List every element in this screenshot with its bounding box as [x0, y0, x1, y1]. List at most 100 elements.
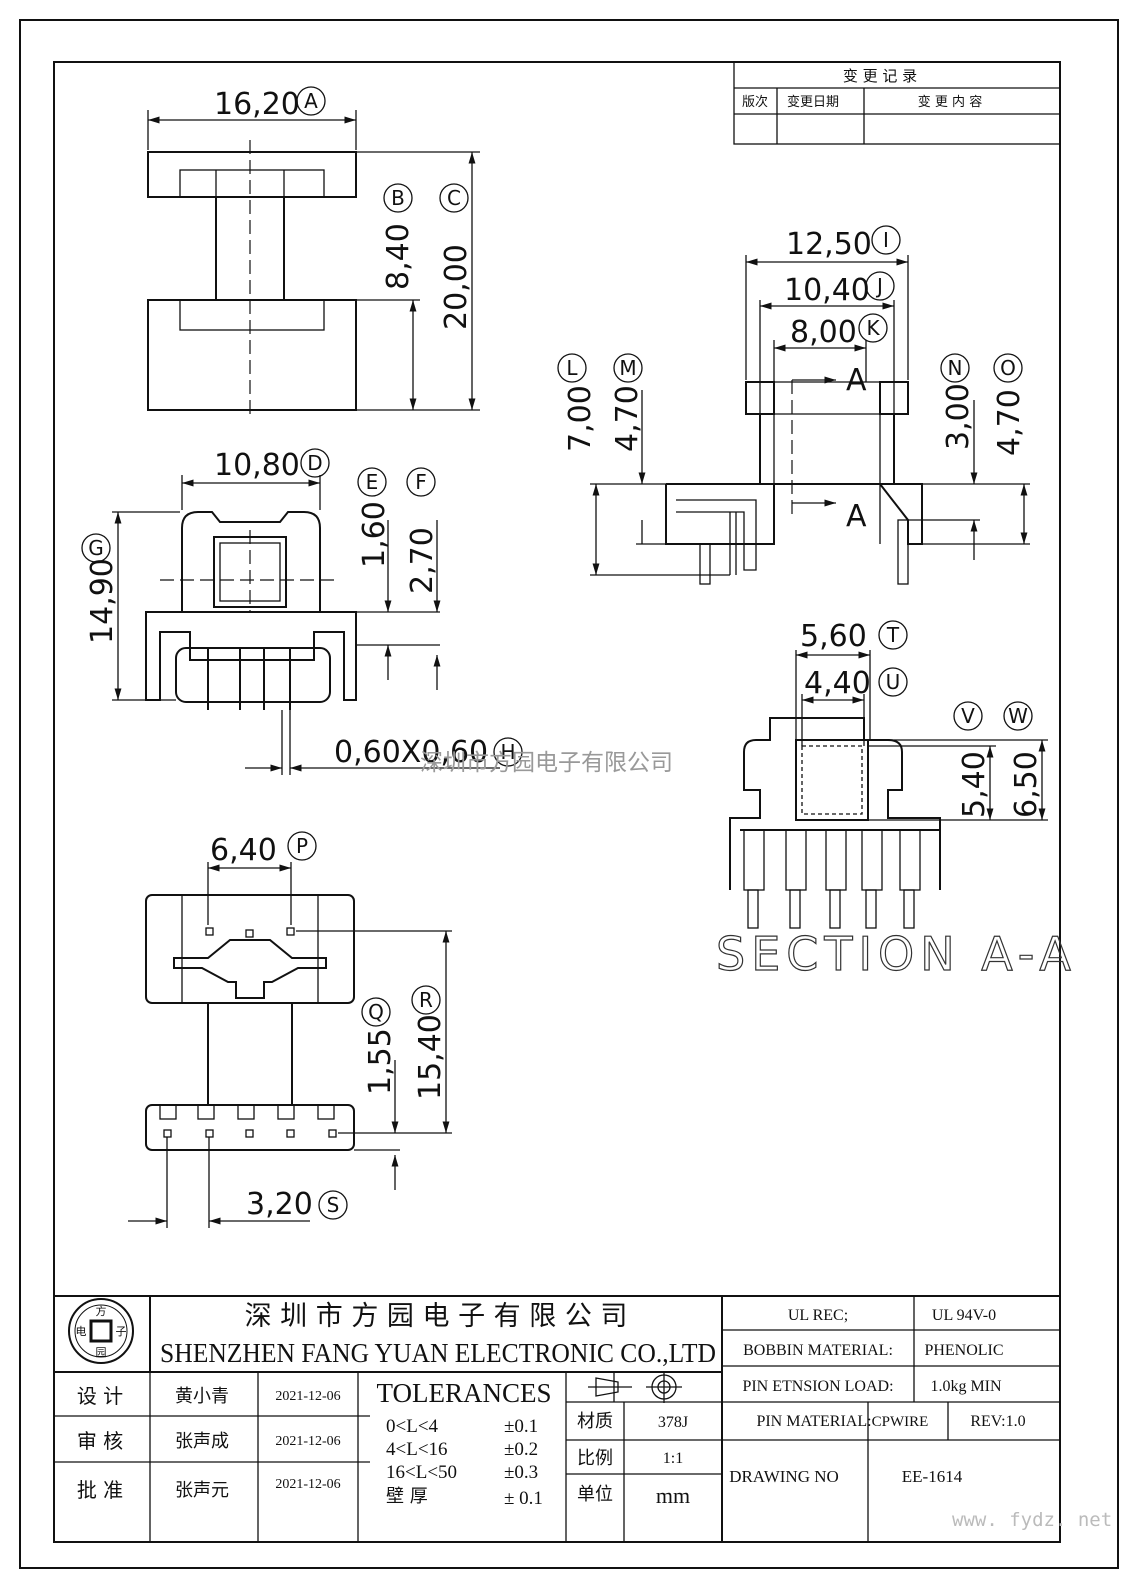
pin-material-label: PIN MATERIAL: [756, 1413, 871, 1430]
tolerance-range-3: 16<L<50 [386, 1462, 457, 1483]
watermark-center: 深圳市方园电子有限公司 [420, 750, 673, 776]
change-log-col-version: 版次 [742, 94, 768, 110]
unit-label: 单位 [577, 1484, 613, 1505]
dim-H-value: 0,60X0,60 [334, 735, 488, 770]
dim-J-letter: J [875, 274, 883, 298]
dim-D-letter: D [307, 451, 322, 475]
logo-char-top: 方 [96, 1304, 107, 1318]
company-name-en: SHENZHEN FANG YUAN ELECTRONIC CO.,LTD [160, 1338, 716, 1368]
dim-L-value: 7,00 [563, 385, 598, 452]
dim-F-value: 2,70 [405, 527, 440, 594]
tolerance-rows: 0<L<4 ±0.1 4<L<16 ±0.2 16<L<50 ±0.3 壁 厚 … [386, 1416, 543, 1509]
dim-B-value: 8,40 [381, 223, 416, 290]
dim-K-value: 8,00 [790, 315, 857, 350]
tolerance-value-2: ±0.2 [504, 1439, 538, 1460]
bobbin-material-value: PHENOLIC [924, 1342, 1003, 1359]
view-right-side: A A 12,50 I 10,40 J 8,00 K 7,00 L 4 [557, 225, 1030, 585]
unit-value: mm [656, 1483, 690, 1508]
projection-symbol-icon [588, 1377, 632, 1397]
view-side-top: 16,20 A 8,40 B 20,00 C [147, 86, 480, 420]
dim-C-letter: C [447, 186, 461, 210]
dim-W-letter: W [1008, 704, 1028, 728]
tolerance-range-2: 4<L<16 [386, 1439, 448, 1460]
dim-A-letter: A [304, 89, 318, 113]
material-label: 材质 [577, 1411, 613, 1432]
dim-F-letter: F [415, 470, 427, 494]
tolerance-range-4: 壁 厚 [386, 1486, 428, 1507]
tolerance-value-1: ±0.1 [504, 1416, 538, 1437]
scale-label: 比例 [577, 1448, 613, 1469]
dim-T-letter: T [886, 623, 900, 647]
target-symbol-icon [646, 1371, 682, 1403]
dim-V-value: 5,40 [957, 751, 992, 818]
revision: REV:1.0 [970, 1413, 1025, 1430]
dim-B-letter: B [391, 186, 405, 210]
logo-char-bottom: 园 [96, 1346, 107, 1359]
view-front: 10,80 D 14,90 G 1,60 E 2,70 F 0,60X0,60 … [81, 448, 523, 775]
drawing-no-value: EE-1614 [902, 1467, 963, 1486]
dim-A-value: 16,20 [214, 87, 300, 122]
design-date: 2021-12-06 [275, 1389, 340, 1404]
logo-char-right: 子 [116, 1325, 127, 1338]
approve-name: 张声元 [175, 1480, 229, 1501]
view-bottom: 6,40 P 1,55 Q 15,40 R 3,20 S [128, 831, 452, 1228]
review-label: 审 核 [77, 1429, 123, 1453]
review-date: 2021-12-06 [275, 1434, 340, 1449]
drawing-no-label: DRAWING NO [729, 1467, 839, 1486]
pin-material-value: CPWIRE [872, 1414, 929, 1430]
design-name: 黄小青 [175, 1386, 229, 1407]
dim-C-value: 20,00 [439, 244, 474, 330]
dim-M-value: 4,70 [610, 385, 645, 452]
dim-S-value: 3,20 [246, 1187, 313, 1222]
review-name: 张声成 [175, 1431, 229, 1452]
dim-S-letter: S [327, 1193, 340, 1217]
dim-D-value: 10,80 [214, 448, 300, 483]
dim-U-value: 4,40 [804, 666, 871, 701]
dim-W-value: 6,50 [1009, 751, 1044, 818]
dim-N-letter: N [948, 356, 963, 380]
dim-U-letter: U [886, 670, 901, 694]
section-marker-top: A [846, 363, 867, 398]
ul-rec-value: UL 94V-0 [932, 1307, 996, 1324]
section-marker-bottom: A [846, 499, 867, 534]
dim-T-value: 5,60 [800, 619, 867, 654]
dim-I-letter: I [883, 228, 889, 252]
dim-M-letter: M [619, 356, 636, 380]
dim-N-value: 3,00 [941, 383, 976, 450]
dim-P-letter: P [296, 834, 308, 858]
change-log-col-date: 变更日期 [787, 94, 839, 110]
section-a-a-label: SECTION A-A [716, 927, 1077, 981]
company-name-cn: 深 圳 市 方 园 电 子 有 限 公 司 [245, 1301, 628, 1332]
pin-load-value: 1.0kg MIN [930, 1378, 1002, 1395]
dim-G-letter: G [88, 536, 104, 560]
design-label: 设 计 [77, 1384, 123, 1408]
tolerance-value-4: ± 0.1 [504, 1488, 543, 1509]
bobbin-material-label: BOBBIN MATERIAL: [743, 1342, 893, 1359]
scale-value: 1:1 [663, 1450, 683, 1467]
view-section-a-a: 5,60 T 4,40 U 5,40 V 6,50 W SECTION A-A [715, 619, 1077, 982]
dim-P-value: 6,40 [210, 833, 277, 868]
dim-Q-value: 1,55 [363, 1028, 398, 1095]
dim-Q-letter: Q [368, 1000, 384, 1024]
approve-label: 批 准 [77, 1478, 123, 1502]
pin-load-label: PIN ETNSION LOAD: [742, 1378, 893, 1395]
dim-K-letter: K [866, 316, 880, 340]
watermark-corner: www. fydz. net [952, 1509, 1112, 1531]
dim-H-letter: H [500, 740, 515, 764]
dim-G-value: 14,90 [85, 558, 120, 644]
dim-O-value: 4,70 [992, 389, 1027, 456]
dim-R-letter: R [419, 988, 433, 1012]
ul-rec-label: UL REC; [788, 1307, 848, 1324]
title-block: 方 电 子 园 深 圳 市 方 园 电 子 有 限 公 司 SHENZHEN F… [54, 1295, 1060, 1542]
company-logo: 方 电 子 园 [68, 1298, 134, 1364]
dim-L-letter: L [566, 356, 578, 380]
dim-I-value: 12,50 [786, 227, 872, 262]
tolerance-range-1: 0<L<4 [386, 1416, 439, 1437]
dim-R-value: 15,40 [413, 1014, 448, 1100]
dim-E-value: 1,60 [357, 501, 392, 568]
inner-border [53, 61, 1061, 1543]
approve-date: 2021-12-06 [275, 1477, 340, 1492]
tolerance-value-3: ±0.3 [504, 1462, 538, 1483]
dim-O-letter: O [1000, 356, 1016, 380]
